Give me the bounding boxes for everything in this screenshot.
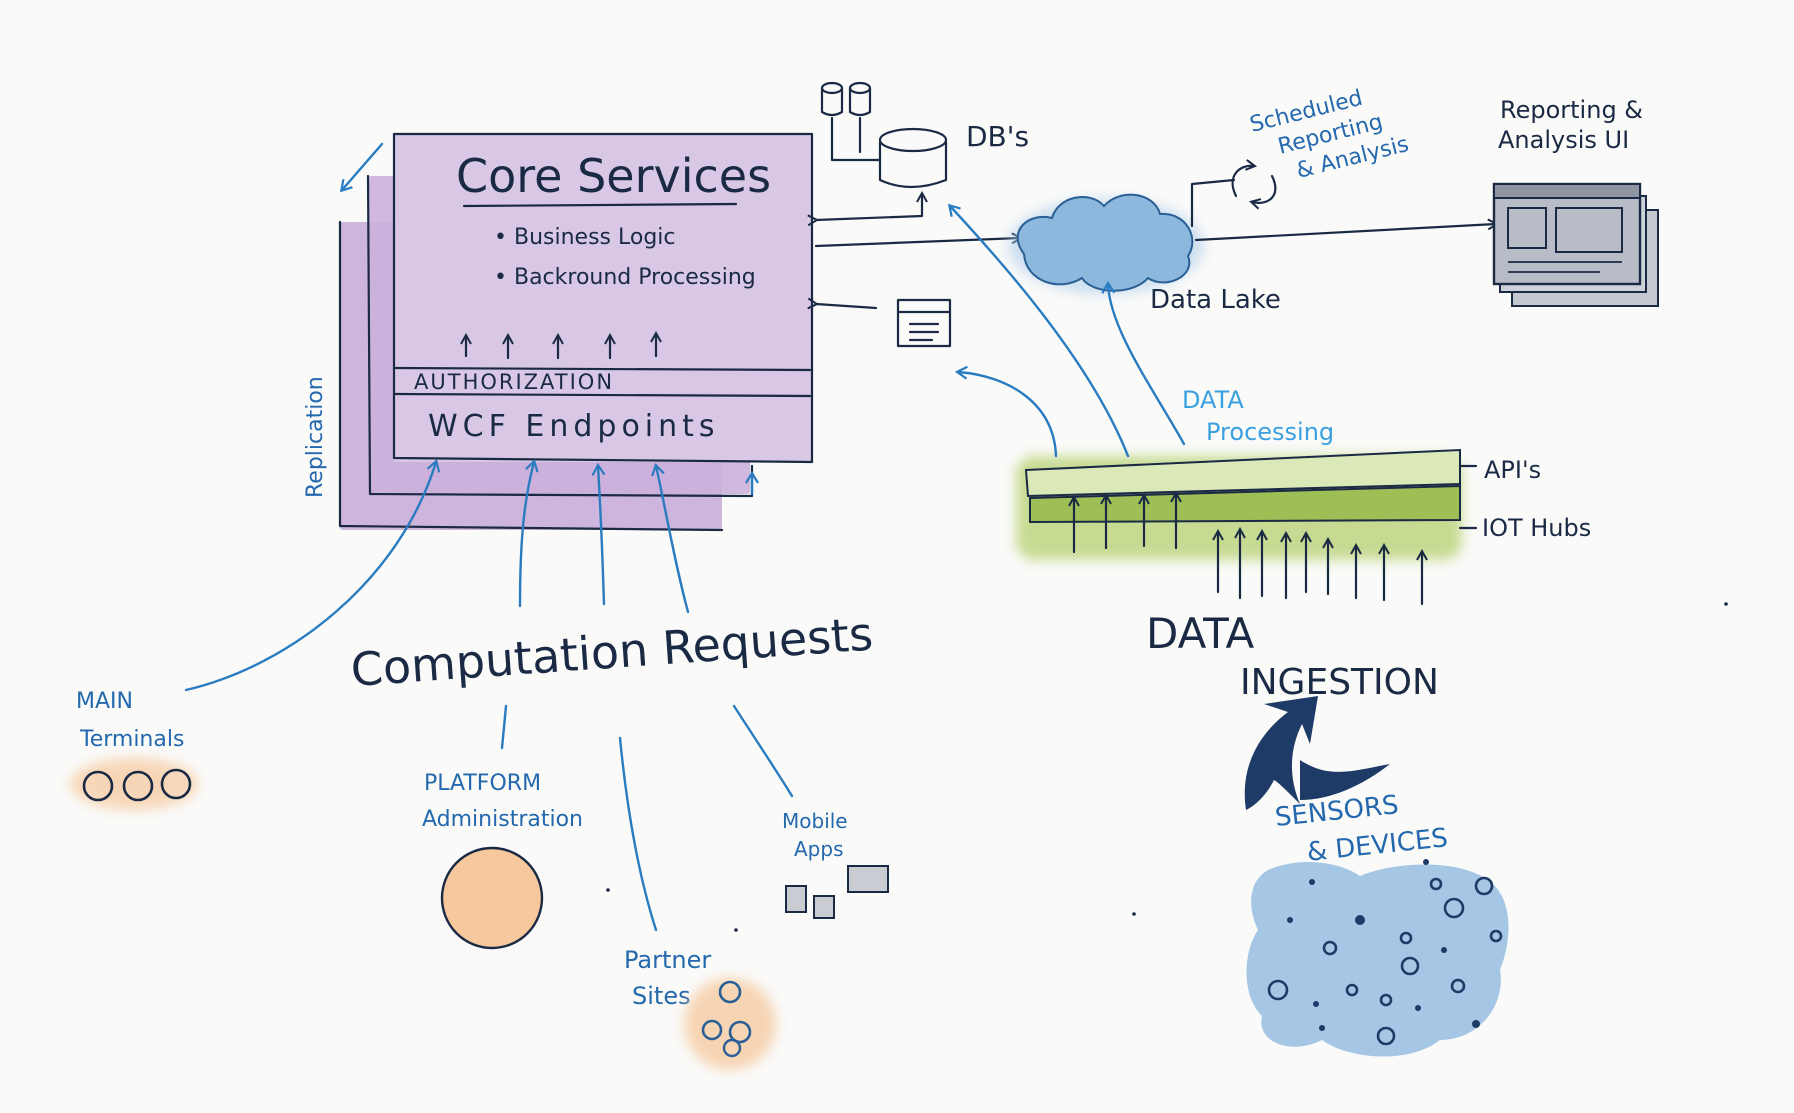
main-terminals-label: MAIN Terminals (76, 689, 184, 752)
core-bullet-background-processing: • Backround Processing (494, 265, 756, 290)
processing-to-datalake (1101, 280, 1186, 446)
core-services-panel (394, 134, 812, 462)
computation-requests-title: Computation Requests (349, 607, 875, 697)
processing-label: DATA Processing (1182, 386, 1334, 446)
admin-arrow-bottom (500, 704, 508, 750)
processing-up-arrows (466, 334, 656, 360)
authorization-divider-top (392, 366, 812, 372)
core-db-link (816, 194, 922, 220)
ingestion-arrow (1244, 696, 1390, 810)
data-ingestion-title-1: DATA (1146, 609, 1254, 658)
mobile-arrow-top (651, 462, 690, 614)
data-lake-label: Data Lake (1150, 285, 1281, 315)
mobile-arrow-bottom (732, 704, 794, 798)
partner-circles-icon (684, 978, 776, 1070)
core-bullet-business-logic: • Business Logic (494, 225, 676, 250)
hub-input-arrows (1074, 494, 1422, 606)
mobile-apps-label: Mobile Apps (782, 809, 854, 861)
database-icon (820, 81, 948, 189)
cloud-icon (1008, 193, 1204, 294)
iot-hubs-label: IOT Hubs (1482, 514, 1591, 542)
monitor-icon (1492, 182, 1659, 307)
admin-arrow-top (518, 458, 539, 608)
partner-arrow-bottom (618, 736, 658, 932)
reporting-ui-label: Reporting & Analysis UI (1498, 96, 1651, 154)
terminals-icon (70, 758, 198, 810)
replication-arrow (339, 142, 384, 193)
stack-outline-3 (338, 220, 724, 532)
apis-label: API's (1484, 456, 1541, 484)
data-processing-band (1016, 448, 1478, 560)
datalake-ui-link (1194, 224, 1496, 242)
stray-dots (606, 602, 1728, 932)
processing-to-db (947, 203, 1130, 458)
sensors-label: SENSORS & DEVICES (1274, 785, 1450, 870)
dbs-label: DB's (966, 120, 1029, 153)
document-icon (896, 298, 952, 348)
replication-label: Replication (303, 376, 328, 498)
authorization-divider-bottom (392, 392, 812, 398)
core-title: Core Services (456, 149, 771, 203)
title-underline (462, 202, 738, 208)
mobile-devices-icon (785, 865, 889, 919)
authorization-label: AUTHORIZATION (414, 370, 614, 394)
cycle-arrows-icon (1231, 166, 1277, 203)
sensors-blob-icon (1246, 859, 1509, 1057)
wcf-endpoints-label: WCF Endpoints (428, 409, 720, 444)
scheduled-link (1190, 178, 1236, 228)
platform-admin-label: PLATFORM Administration (422, 771, 583, 832)
partner-arrow-top (591, 462, 606, 606)
admin-circle-icon (440, 846, 544, 950)
core-datalake-link (814, 238, 1020, 248)
core-document-link (816, 304, 878, 308)
terminals-arrow (184, 458, 441, 692)
processing-to-document (954, 365, 1058, 458)
core-panel-outline (392, 132, 814, 464)
partner-sites-label: Partner Sites (624, 946, 719, 1010)
data-ingestion-title-2: INGESTION (1240, 662, 1439, 703)
